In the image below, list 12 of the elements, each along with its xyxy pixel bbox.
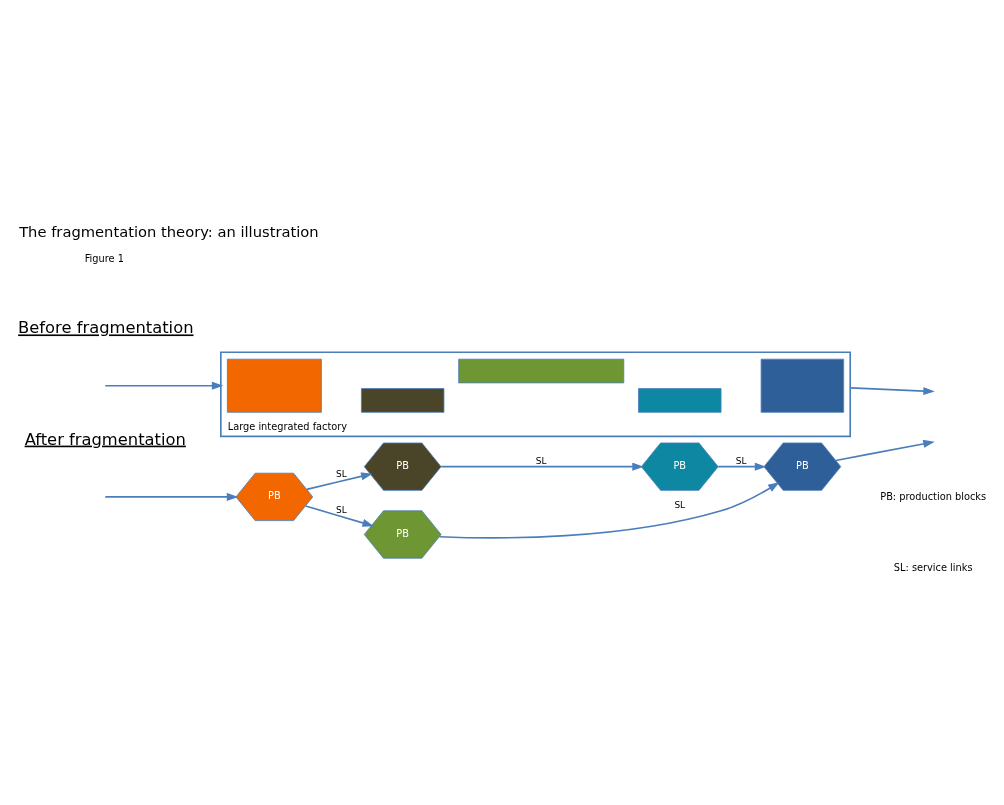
label: After fragmentation [24,429,186,449]
label: SL: service links [893,561,973,573]
edge-label: SL [535,456,547,467]
label: Before fragmentation [18,318,194,338]
diagram-title: The fragmentation theory: an illustration [19,223,319,241]
edge-label: SL [336,469,347,480]
edge-label: SL [735,456,747,467]
label: Figure 1 [84,253,124,265]
node-label: Large integrated factory [227,421,348,433]
edge-label: SL [674,500,686,511]
edge-label: SL [336,505,347,516]
label: PB: production blocks [880,491,987,503]
